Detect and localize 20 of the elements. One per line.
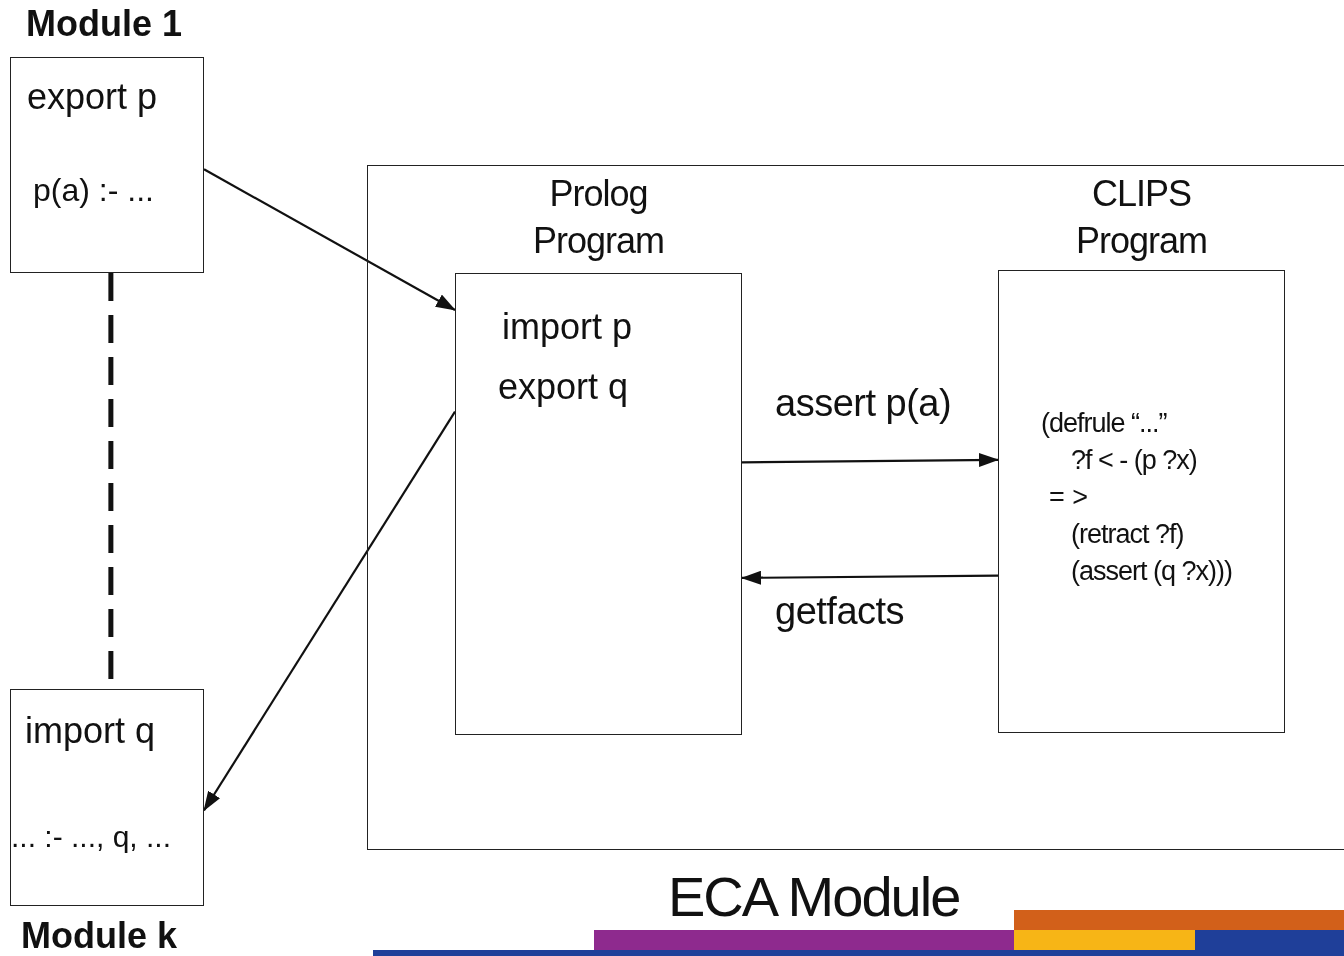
code-text: export p xyxy=(27,76,158,118)
code-text: (assert (q ?x))) xyxy=(1071,556,1233,587)
code-text: (retract ?f) xyxy=(1071,519,1184,550)
code-text: p(a) :- ... xyxy=(33,172,154,209)
box-heading: Prolog Program xyxy=(531,172,665,263)
box-heading: ECA Module xyxy=(668,864,960,929)
arrow xyxy=(742,453,999,467)
box-heading: CLIPS Program xyxy=(1074,172,1208,263)
code-text: import q xyxy=(25,710,156,752)
code-text: import p xyxy=(502,306,633,348)
code-text: ... :- ..., q, ... xyxy=(11,820,172,854)
code-text: Module k xyxy=(21,915,177,956)
box-heading: Module 1 xyxy=(26,3,182,45)
code-text: (defrule “...” xyxy=(1041,408,1167,439)
arrow xyxy=(741,570,998,585)
arrow xyxy=(203,168,456,311)
code-text: ?f < - (p ?x) xyxy=(1071,445,1197,476)
arrow xyxy=(203,411,456,812)
code-text: = > xyxy=(1049,482,1089,513)
code-text: export q xyxy=(498,366,629,408)
